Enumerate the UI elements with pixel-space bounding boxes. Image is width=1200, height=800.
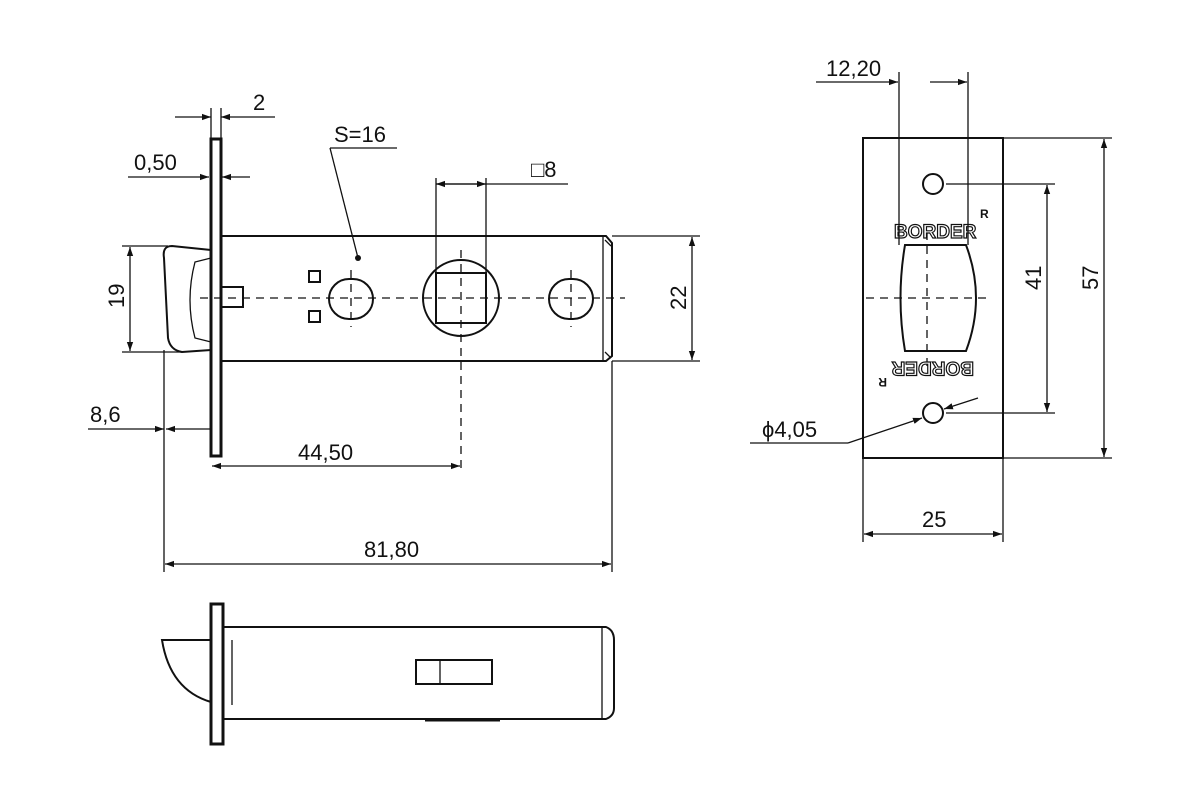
brand-text-bottom: BORDER	[891, 357, 974, 378]
dim-4450-label: 44,50	[298, 440, 353, 465]
latch-bolt	[162, 244, 212, 354]
dim-22-label: 22	[666, 286, 691, 310]
dim-050-label: 0,50	[134, 150, 177, 175]
dim-1220-label: 12,20	[826, 56, 881, 81]
strike-plate-view: BORDER R BORDER R	[862, 137, 1004, 459]
bottom-slider	[415, 659, 493, 685]
brand-mark-bottom: R	[878, 375, 887, 389]
dim-25-label: 25	[922, 507, 946, 532]
brand-text-top: BORDER	[894, 222, 977, 243]
dim-19-label: 19	[104, 284, 129, 308]
latch-body	[221, 235, 613, 362]
brand-mark-top: R	[980, 207, 989, 221]
strike-plate-dimensions: 12,20 41 57 25 ϕ4,05	[750, 56, 1112, 542]
front-view-dimensions: 2 0,50 S=16 □8 19 22 8,6	[88, 90, 700, 572]
dim-2-label: 2	[253, 90, 265, 115]
strike-hole-bottom	[922, 402, 944, 424]
strike-opening	[899, 244, 977, 352]
dim-41-label: 41	[1021, 266, 1046, 290]
dim-8180-label: 81,80	[364, 537, 419, 562]
dim-86-label: 8,6	[90, 402, 121, 427]
strike-hole-top	[922, 173, 944, 195]
strike-plate	[862, 137, 1004, 459]
dim-sq8-label: □8	[531, 157, 557, 182]
dim-s16-label: S=16	[334, 122, 386, 147]
bottom-body	[223, 626, 615, 720]
dim-57-label: 57	[1078, 266, 1103, 290]
bolt-stub	[220, 286, 244, 308]
bottom-faceplate	[209, 602, 225, 746]
latch-bottom-view	[160, 602, 615, 746]
latch-front-view	[162, 137, 625, 470]
dim-phi405-label: ϕ4,05	[762, 417, 817, 442]
bottom-bolt	[160, 639, 212, 703]
